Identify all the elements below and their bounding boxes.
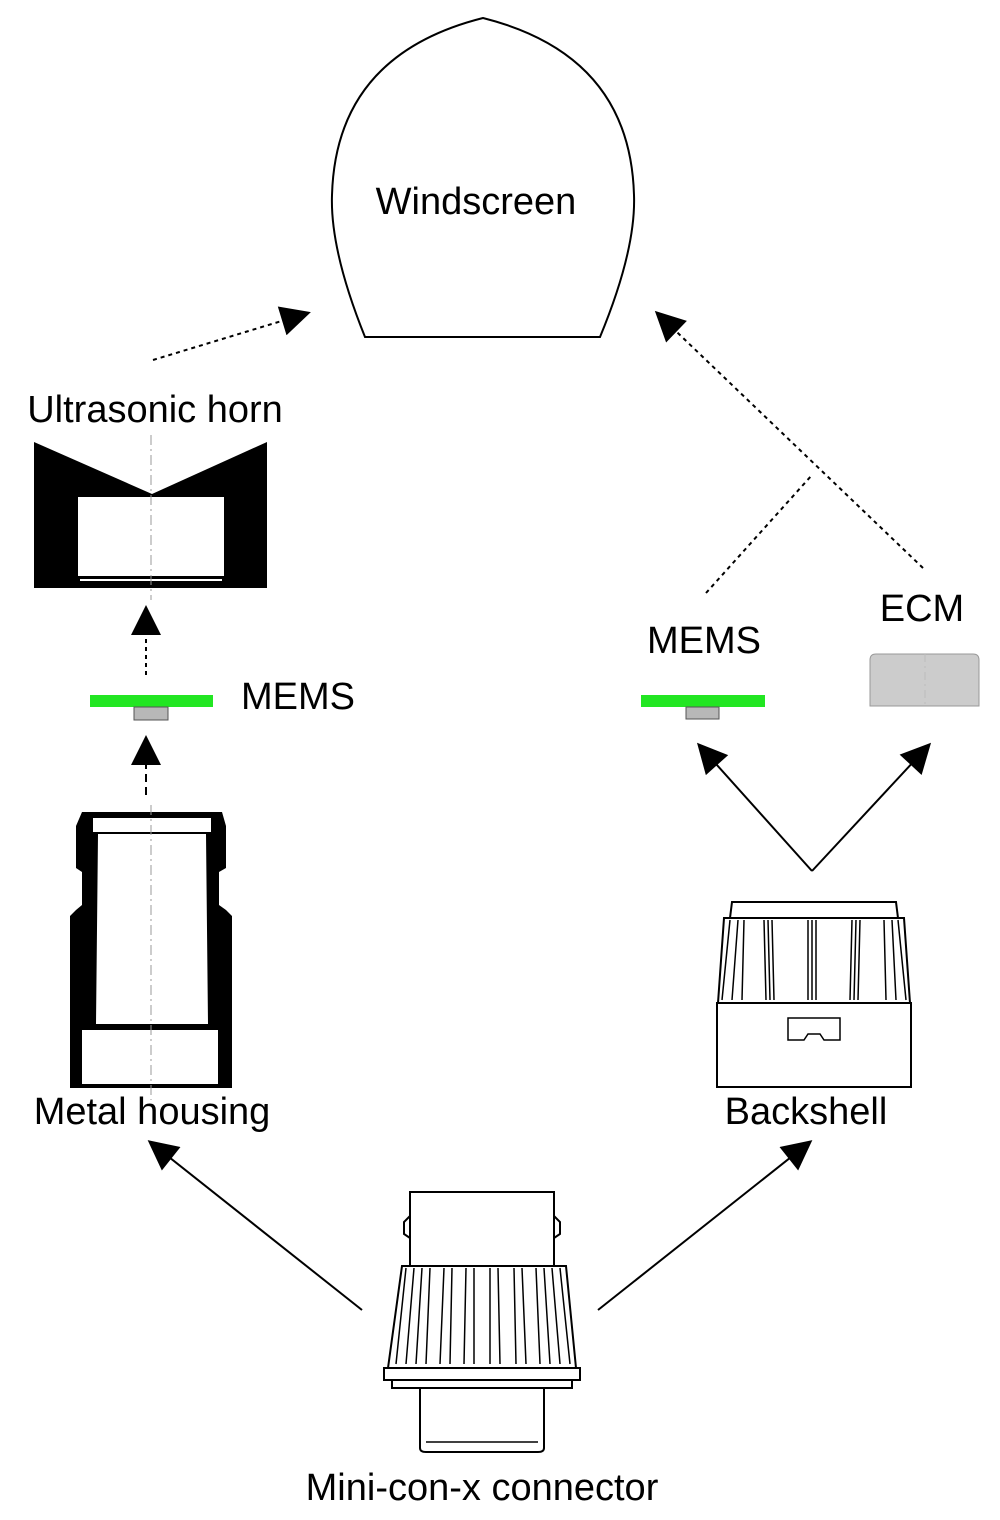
mini-con-x-connector [383, 1191, 581, 1453]
mems-branch-dotted-line [705, 474, 813, 594]
connector-to-backshell-arrow [597, 1140, 813, 1311]
backshell-to-mems-arrow [696, 742, 813, 872]
horn-to-windscreen-arrow [152, 306, 311, 361]
metal-housing [70, 812, 232, 1088]
mems-chip [685, 706, 720, 720]
mems-left-label: MEMS [241, 676, 355, 718]
ecm-label: ECM [880, 588, 964, 630]
mems-board-right [641, 695, 765, 720]
metal-housing-label: Metal housing [34, 1091, 271, 1133]
windscreen-label: Windscreen [376, 181, 577, 223]
branch-to-windscreen-arrow [654, 310, 924, 569]
backshell [716, 901, 912, 1088]
mems-board-left [90, 695, 213, 721]
backshell-label: Backshell [725, 1091, 888, 1133]
backshell-to-ecm-arrow [811, 742, 932, 872]
connector-label: Mini-con-x connector [306, 1467, 659, 1509]
mems-chip [133, 706, 169, 721]
mems-right-label: MEMS [647, 620, 761, 662]
mems-pcb [90, 695, 213, 707]
windscreen-shape [330, 16, 636, 338]
ultrasonic-horn-label: Ultrasonic horn [27, 389, 283, 431]
ecm-capsule [869, 653, 980, 707]
connector-to-housing-arrow [147, 1140, 363, 1311]
mems-pcb [641, 695, 765, 707]
windscreen: Windscreen [330, 16, 636, 338]
